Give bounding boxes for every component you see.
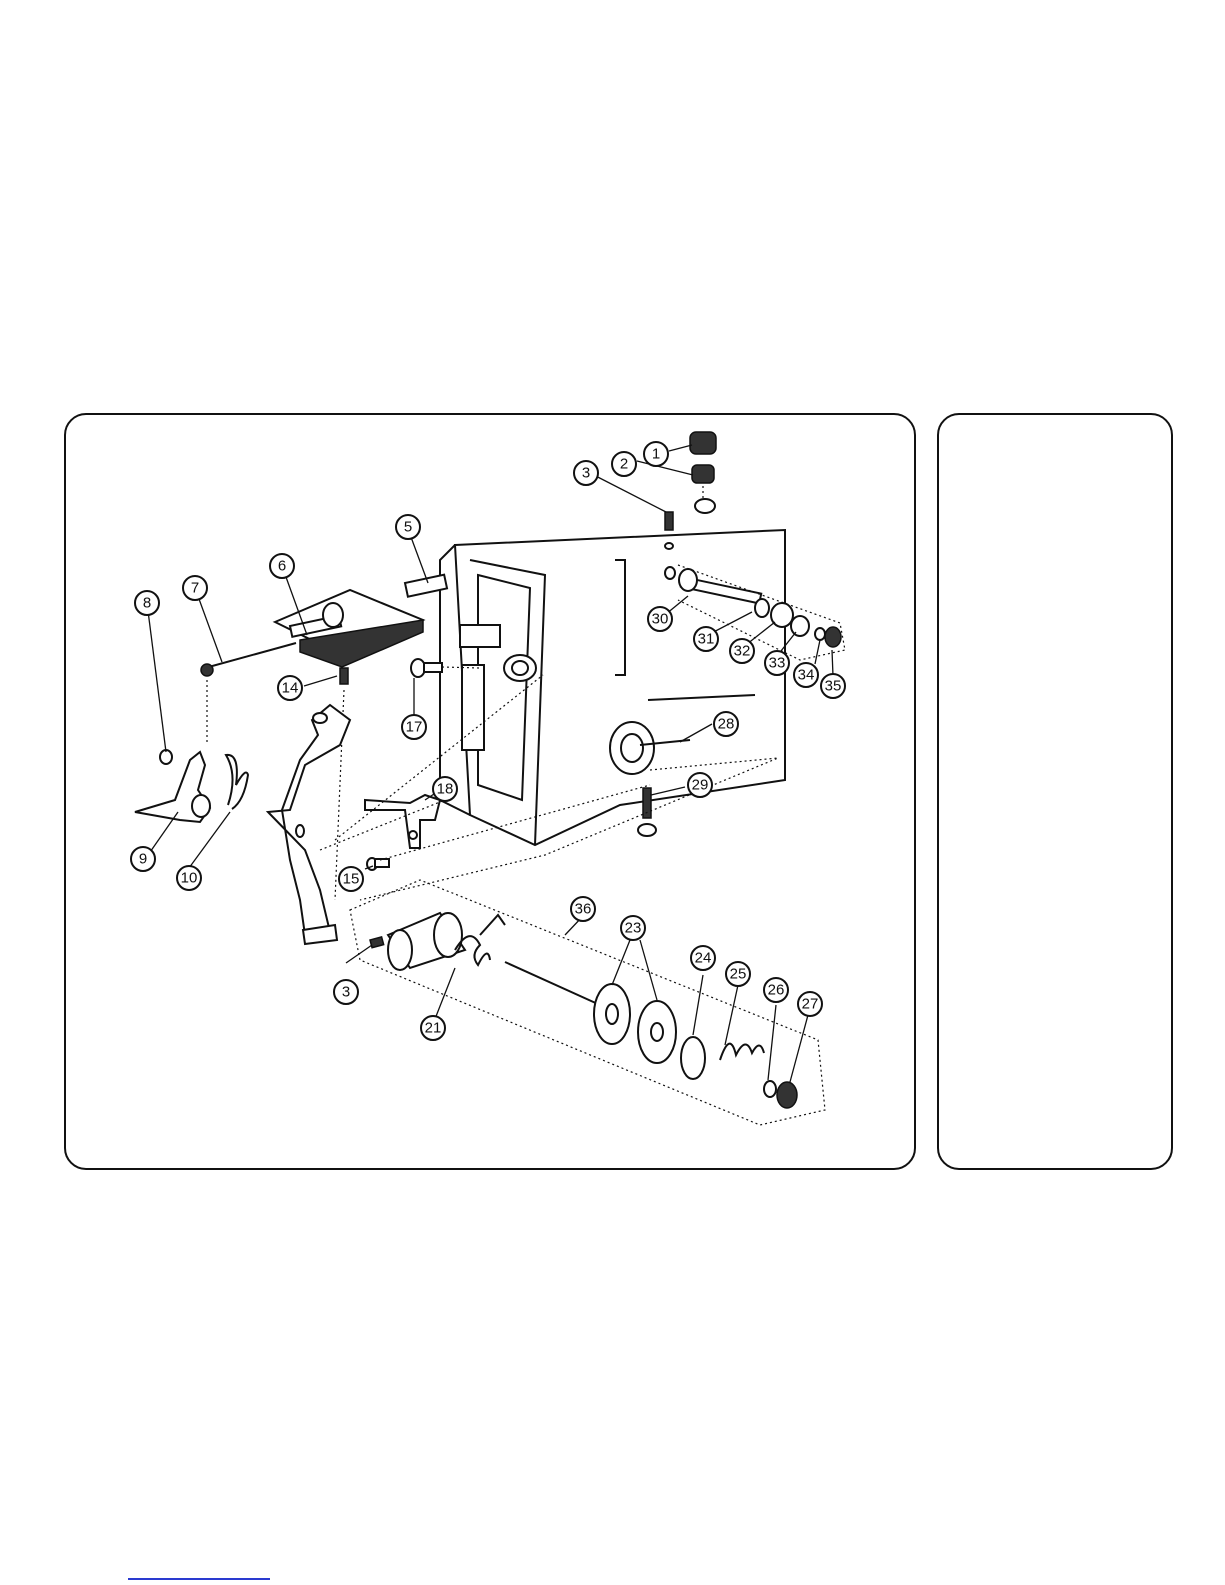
svg-text:26: 26 [768, 982, 785, 999]
svg-text:15: 15 [343, 871, 360, 888]
callout-36: 36 [571, 897, 595, 921]
svg-text:35: 35 [825, 678, 842, 695]
callout-30: 30 [648, 607, 672, 631]
svg-text:9: 9 [139, 851, 147, 868]
callout-34: 34 [794, 663, 818, 687]
svg-text:28: 28 [718, 716, 735, 733]
svg-text:32: 32 [734, 643, 751, 660]
callout-9: 9 [131, 847, 155, 871]
svg-text:8: 8 [143, 595, 151, 612]
svg-text:18: 18 [437, 781, 454, 798]
svg-text:36: 36 [575, 901, 592, 918]
callout-14: 14 [278, 676, 302, 700]
callout-5: 5 [396, 515, 420, 539]
svg-text:23: 23 [625, 920, 642, 937]
svg-text:3: 3 [342, 984, 350, 1001]
callout-28: 28 [714, 712, 738, 736]
callout-27: 27 [798, 992, 822, 1016]
svg-text:3: 3 [582, 465, 590, 482]
callout-32: 32 [730, 639, 754, 663]
callout-15: 15 [339, 867, 363, 891]
svg-text:1: 1 [652, 446, 660, 463]
svg-text:25: 25 [730, 966, 747, 983]
svg-text:5: 5 [404, 519, 412, 536]
callout-18: 18 [433, 777, 457, 801]
crank-arm [268, 705, 350, 944]
svg-text:6: 6 [278, 558, 286, 575]
svg-text:24: 24 [695, 950, 712, 967]
callout-21: 21 [421, 1016, 445, 1040]
callout-2: 2 [612, 452, 636, 476]
svg-text:30: 30 [652, 611, 669, 628]
callout-7: 7 [183, 576, 207, 600]
svg-text:17: 17 [406, 719, 423, 736]
svg-text:10: 10 [181, 870, 198, 887]
callout-25: 25 [726, 962, 750, 986]
callout-8: 8 [135, 591, 159, 615]
lever-assembly [135, 750, 248, 822]
housing-frame [440, 530, 785, 845]
callout-3: 3 [574, 461, 598, 485]
svg-text:21: 21 [425, 1020, 442, 1037]
svg-text:7: 7 [191, 580, 199, 597]
callout-6: 6 [270, 554, 294, 578]
callout-31: 31 [694, 627, 718, 651]
svg-text:33: 33 [769, 655, 786, 672]
svg-text:34: 34 [798, 667, 815, 684]
callout-17: 17 [402, 715, 426, 739]
callout-29: 29 [688, 773, 712, 797]
svg-text:29: 29 [692, 777, 709, 794]
callout-26: 26 [764, 978, 788, 1002]
callout-10: 10 [177, 866, 201, 890]
bracket-18 [365, 795, 440, 870]
callout-1: 1 [644, 442, 668, 466]
callout-35: 35 [821, 674, 845, 698]
callout-33: 33 [765, 651, 789, 675]
set-screw-14 [340, 668, 348, 684]
footer-link-underline[interactable] [128, 1578, 270, 1580]
svg-text:27: 27 [802, 996, 819, 1013]
callout-3-lower: 3 [334, 980, 358, 1004]
svg-text:31: 31 [698, 631, 715, 648]
callout-24: 24 [691, 946, 715, 970]
svg-text:14: 14 [282, 680, 299, 697]
callout-23: 23 [621, 916, 645, 940]
svg-text:2: 2 [620, 456, 628, 473]
